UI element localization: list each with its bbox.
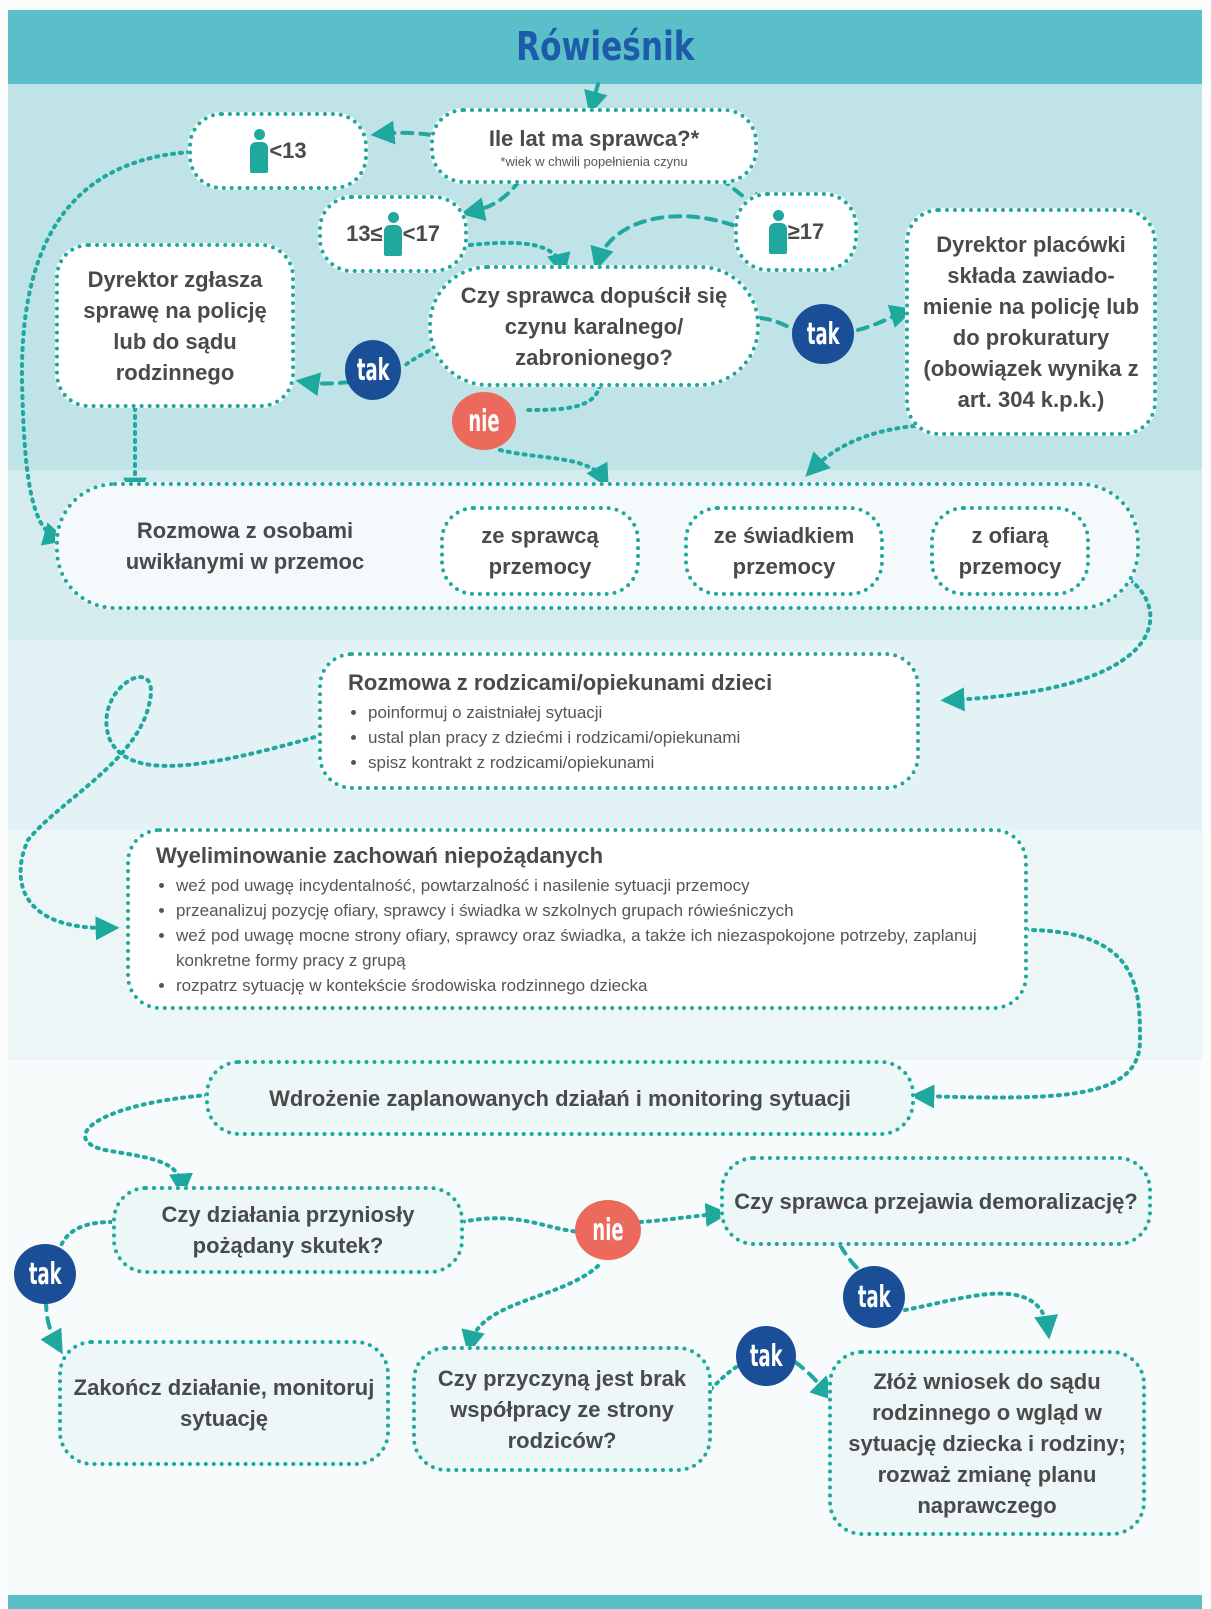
director-prosecutor-box: Dyrektor placówki składa zawiado-mienie … [905,208,1157,436]
finish-text: Zakończ działanie, monitoruj sytuację [73,1375,375,1431]
cause-question-text: Czy przyczyną jest brak współpracy ze st… [437,1365,687,1453]
with-witness-box: ze świadkiem przemocy [684,506,884,596]
arrow-tak-to-court [903,1291,1058,1340]
list-item: weź pod uwagę mocne strony ofiary, spraw… [176,923,1004,973]
age-13-17-box: 13≤ <17 [318,195,468,273]
tak-badge: tak [736,1326,796,1386]
arrow-tak-to-court-2 [793,1360,835,1401]
link-crime-nie [523,383,602,412]
arrow-entry [584,82,608,116]
implement-text: Wdrożenie zaplanowanych działań i monito… [269,1085,851,1111]
arrow-to-13-17 [460,178,522,221]
with-perpetrator-text: ze sprawcą przemocy [481,523,599,579]
with-victim-text: z ofiarą przemocy [958,523,1062,579]
finish-box: Zakończ działanie, monitoruj sytuację [58,1340,390,1466]
court-request-box: Złóż wniosek do sądu rodzinnego o wgląd … [828,1350,1146,1536]
link-effect-nie [460,1216,584,1234]
age-question-box: Ile lat ma sprawca?* *wiek w chwili pope… [430,108,758,184]
demoralization-question-box: Czy sprawca przejawia demoralizację? [720,1156,1152,1246]
arrow-talk-to-parents [940,578,1153,712]
eliminate-list: weź pod uwagę incydentalność, powtarzaln… [156,873,1024,998]
arrow-implement-to-effect [83,1093,210,1198]
eliminate-box: Wyeliminowanie zachowań niepożądanych we… [126,828,1028,1010]
talk-involved-text: Rozmowa z osobami uwikłanymi w przemoc [125,518,365,574]
with-victim-box: z ofiarą przemocy [930,506,1090,596]
list-item: poinformuj o zaistniałej sytuacji [368,700,740,725]
list-item: rozpatrz sytuację w kontekście środowisk… [176,973,1004,998]
list-item: przeanalizuj pozycję ofiary, sprawcy i ś… [176,898,1004,923]
cause-question-box: Czy przyczyną jest brak współpracy ze st… [412,1346,712,1472]
eliminate-title: Wyeliminowanie zachowań niepożądanych [156,842,604,868]
arrow-nie-to-demoral [638,1202,730,1227]
arrow-ge17-to-crime [590,214,752,272]
age-lt13-text: <13 [269,138,307,163]
list-item: ustal plan pracy z dziećmi i rodzicami/o… [368,725,740,750]
tak-badge: tak [14,1244,76,1304]
parents-list: poinformuj o zaistniałej sytuacji ustal … [348,700,740,775]
demoralization-question-text: Czy sprawca przejawia demoralizację? [734,1188,1138,1214]
parents-box: Rozmowa z rodzicami/opiekunami dzieci po… [318,652,920,790]
director-police-text: Dyrektor zgłasza sprawę na policję lub d… [83,266,267,385]
nie-badge: nie [452,392,516,450]
age-ge17-text: ≥17 [787,219,825,244]
list-item: weź pod uwagę incydentalność, powtarzaln… [176,873,1004,898]
age-13-suffix: <17 [402,221,440,246]
arrow-tak-to-finish [40,1298,63,1355]
parents-title: Rozmowa z rodzicami/opiekunami dzieci [348,669,773,695]
age-ge17-box: ≥17 [734,192,858,272]
age-question-text: Ile lat ma sprawca?* [488,125,700,151]
footer-bar [8,1595,1202,1609]
director-prosecutor-text: Dyrektor placówki składa zawiado-mienie … [922,232,1140,412]
arrow-nie-to-cause [461,1264,600,1355]
implement-box: Wdrożenie zaplanowanych działań i monito… [205,1060,915,1136]
with-perpetrator-box: ze sprawcą przemocy [440,506,640,596]
page-title: Rówieśnik [515,24,695,70]
person-icon [249,129,269,173]
link-cause-tak [703,1364,740,1397]
nie-badge: nie [575,1200,641,1260]
director-police-box: Dyrektor zgłasza sprawę na policję lub d… [55,243,295,408]
age-13-prefix: 13≤ [346,221,383,246]
header-bar: Rówieśnik [8,10,1202,84]
tak-badge: tak [843,1266,905,1328]
arrow-13-to-crime [468,240,571,278]
court-request-text: Złóż wniosek do sądu rodzinnego o wgląd … [848,1368,1126,1518]
list-item: spisz kontrakt z rodzicami/opiekunami [368,750,740,775]
age-lt13-box: <13 [188,112,368,190]
link-crime-tak-left [400,338,452,370]
tak-badge: tak [792,304,854,364]
effect-question-text: Czy działania przyniosły pożądany skutek… [161,1202,415,1258]
crime-question-text: Czy sprawca dopuścił się czynu karalnego… [460,282,728,370]
age-question-note: *wiek w chwili popełnienia czynu [500,153,688,169]
with-witness-text: ze świadkiem przemocy [713,523,855,579]
arrow-nie-to-talk [498,448,609,489]
effect-question-box: Czy działania przyniosły pożądany skutek… [112,1186,464,1274]
tak-badge: tak [345,340,401,400]
arrow-tak-to-director [295,372,352,397]
arrow-tak-to-prosecutor [856,304,915,332]
person-icon [768,210,788,254]
person-icon [383,212,403,256]
arrow-lt13-to-talk [19,150,192,546]
crime-question-box: Czy sprawca dopuścił się czynu karalnego… [428,265,760,387]
arrow-eliminate-to-implement [910,928,1143,1109]
